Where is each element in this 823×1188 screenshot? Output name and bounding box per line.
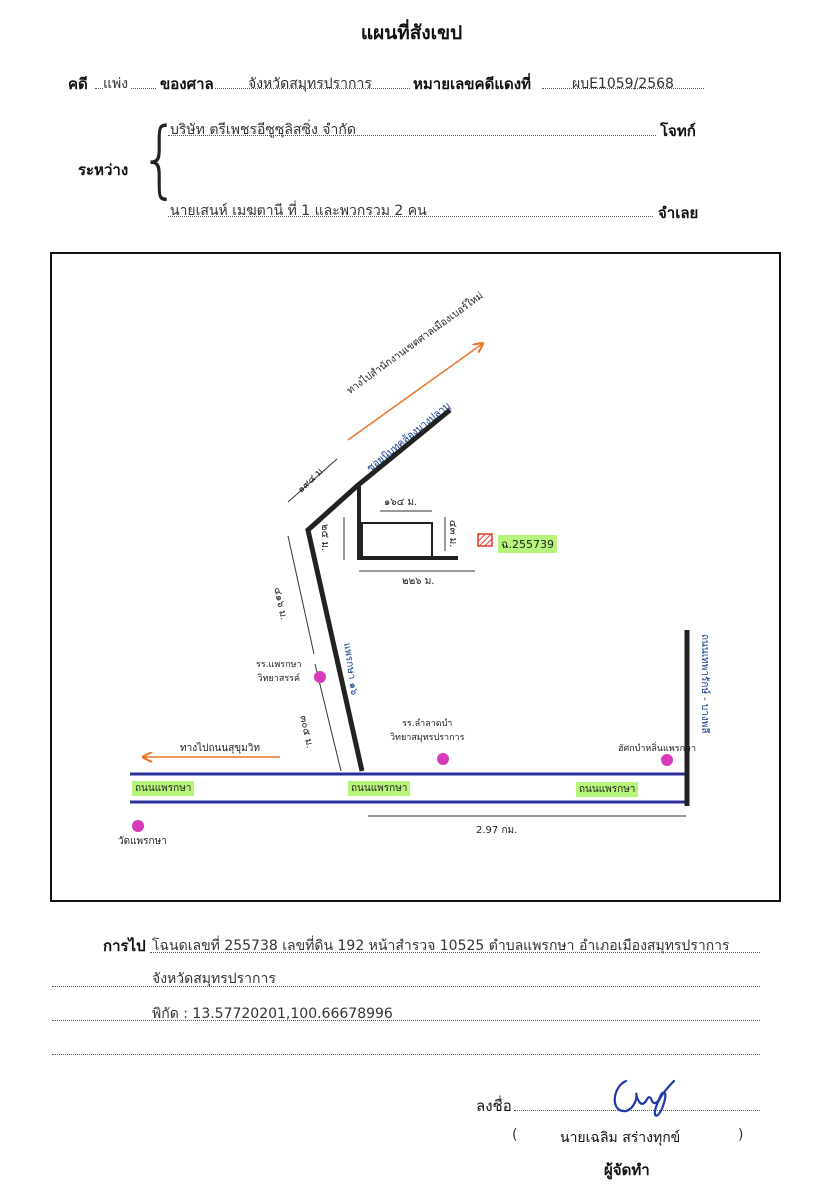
directions-label: การไป: [103, 937, 146, 955]
soi-road: [305, 408, 452, 772]
case-type: แพ่ง: [103, 76, 129, 92]
red-case-no-value: ผบE1059/2568: [572, 76, 674, 92]
dim-inner-left-label: ๒๕ ม.: [319, 524, 330, 552]
left-arrow-label: ทางไปถนนสุขุมวิท: [180, 743, 260, 754]
temple-left-marker: [132, 820, 144, 832]
dim-top-inner-label: ๑๖๔ ม.: [384, 497, 418, 508]
page-title: แผนที่สังเขป: [360, 22, 463, 44]
main-road-label-3: ถนนแพรกษา: [576, 782, 639, 797]
directions-line-2: จังหวัดสมุทรปราการ: [152, 971, 276, 987]
temple-right-label: ฮัศกบำหลิ่นแพรกษา: [618, 744, 697, 754]
signer-role: ผู้จัดทำ: [604, 1161, 650, 1179]
between-label: ระหว่าง: [78, 161, 129, 179]
court-label: ของศาล: [160, 75, 214, 93]
school-1-label: รร.แพรกษา วิทยาสรรค์: [256, 660, 302, 684]
dim-bottom-label: 2.97 กม.: [476, 825, 518, 836]
dim-left-upper: [287, 535, 315, 655]
parcel-marker: [477, 533, 493, 547]
red-case-no-label: หมายเลขคดีแดงที่: [413, 75, 531, 93]
main-road-label-2: ถนนแพรกษา: [348, 781, 411, 796]
building-outline: [361, 522, 433, 558]
right-road-label: ถนนเทพารักษ์ - บางพลี: [699, 634, 710, 734]
parcel-label: ฉ.255739: [498, 535, 557, 553]
school-1-marker: [314, 671, 326, 683]
coordinates: พิกัด : 13.57720201,100.66678996: [152, 1006, 393, 1022]
dim-inner-right-label: ๔๓ ม.: [447, 520, 458, 548]
close-paren: ): [738, 1127, 744, 1143]
directions-line-1: โฉนดเลขที่ 255738 เลขที่ดิน 192 หน้าสำรว…: [152, 938, 730, 954]
case-label: คดี: [68, 75, 88, 93]
defendant-label: จำเลย: [658, 204, 699, 222]
temple-left-label: วัดแพรกษา: [118, 836, 167, 847]
court-value: จังหวัดสมุทรปราการ: [248, 76, 372, 92]
signature-mark: [613, 1079, 676, 1117]
temple-right-marker: [661, 754, 673, 766]
dim-bottom-inner-label: ๒๒๖ ม.: [402, 576, 435, 587]
school-2-marker: [437, 753, 449, 765]
dim-top-left: [287, 458, 338, 503]
plaintiff-label: โจทก์: [660, 122, 696, 140]
plaintiff-name: บริษัท ตรีเพชรอีซูซุลิสซิ่ง จำกัด: [170, 122, 356, 138]
defendant-name: นายเสนห์ เมฆตานี ที่ 1 และพวกรวม 2 คน: [170, 203, 427, 219]
sketch-map: ทางไปสำนักงานเขตศาลเมืองเบอร์ใหม่ ซอยนิบ…: [50, 252, 781, 902]
open-paren: (: [512, 1127, 518, 1143]
school-2-label: รร.ลำลาดบำ วิทยาสมุทรปราการ: [390, 719, 465, 743]
brace-icon: {: [140, 109, 180, 208]
sign-label: ลงชื่อ: [476, 1097, 512, 1115]
main-road-label-1: ถนนแพรกษา: [132, 781, 195, 796]
arrow-top: [347, 344, 482, 441]
map-drawing: [130, 254, 690, 832]
signer-name: นายเฉลิม สร่างทุกข์: [560, 1130, 681, 1146]
